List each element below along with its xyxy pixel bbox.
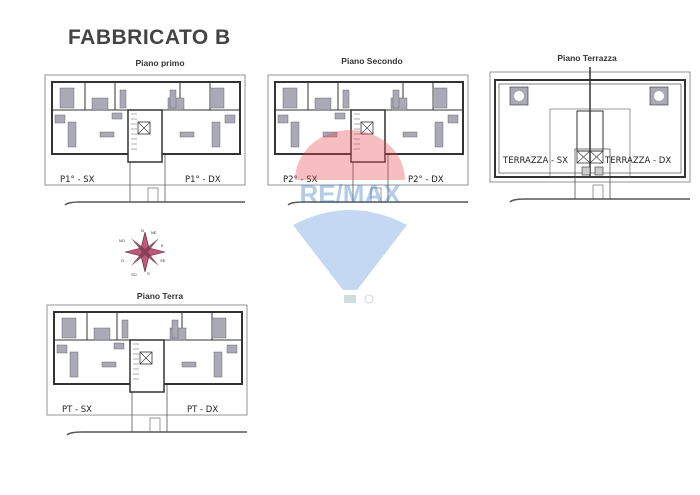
furniture xyxy=(171,319,179,339)
furniture xyxy=(101,361,117,368)
furniture xyxy=(342,89,350,109)
furniture xyxy=(392,89,400,109)
furniture xyxy=(91,97,109,111)
furniture xyxy=(119,89,127,109)
furniture xyxy=(111,112,123,120)
furniture xyxy=(169,89,177,109)
floor-plan-secondo: P2° - SX P2° - DX xyxy=(267,74,469,206)
stair-core xyxy=(350,109,386,163)
compass-ne: NE xyxy=(151,230,157,235)
furniture xyxy=(59,87,75,109)
compass-e: E xyxy=(161,243,164,248)
furniture xyxy=(434,121,444,148)
unit-label-sx: P2° - SX xyxy=(283,175,318,185)
furniture xyxy=(179,131,195,138)
furniture xyxy=(277,114,289,124)
compass-s: S xyxy=(147,271,150,276)
furniture xyxy=(213,351,223,378)
floor-plan-terrazza: TERRAZZA - SX TERRAZZA - DX xyxy=(489,67,691,203)
unit-label-dx: P2° - DX xyxy=(408,175,444,185)
plan-label-primo: Piano primo xyxy=(135,58,185,68)
furniture xyxy=(67,121,77,148)
compass-se: SE xyxy=(160,258,166,263)
plan-label-terra: Piano Terra xyxy=(136,291,184,301)
unit-label-sx: PT - SX xyxy=(62,405,92,415)
site-boundary xyxy=(46,304,248,416)
page-title: FABBRICATO B xyxy=(68,26,231,49)
balloon-basket-icon xyxy=(344,295,356,303)
plan-label-terrazza: Piano Terrazza xyxy=(557,53,617,63)
ground-line xyxy=(509,198,690,203)
unit-label-sx: TERRAZZA - SX xyxy=(502,156,568,166)
lift-icon xyxy=(139,351,153,365)
furniture xyxy=(226,344,238,354)
stair-icon xyxy=(594,166,604,176)
lift-icon xyxy=(589,150,604,164)
furniture xyxy=(282,87,298,109)
stair-core xyxy=(129,339,165,393)
furniture xyxy=(209,87,225,109)
furniture xyxy=(93,327,111,341)
lift-icon xyxy=(360,121,374,135)
furniture xyxy=(61,317,77,339)
furniture xyxy=(181,361,197,368)
furniture xyxy=(322,131,338,138)
compass-rose: N NE E SE S SO O NO xyxy=(119,228,166,277)
compass-no: NO xyxy=(119,238,125,243)
floor-plan-terra: PT - SX PT - DX xyxy=(46,304,248,436)
site-boundary xyxy=(267,74,469,186)
ground-line xyxy=(287,201,468,206)
furniture xyxy=(121,319,129,339)
stair-core xyxy=(127,109,163,163)
unit-label-sx: P1° - SX xyxy=(60,175,95,185)
furniture xyxy=(224,114,236,124)
furniture xyxy=(211,121,221,148)
entrance-path xyxy=(574,148,611,200)
furniture xyxy=(113,342,125,350)
furniture xyxy=(290,121,300,148)
furniture xyxy=(56,344,68,354)
furniture xyxy=(69,351,79,378)
compass-so: SO xyxy=(131,272,137,277)
plan-label-secondo: Piano Secondo xyxy=(341,56,403,66)
furniture xyxy=(99,131,115,138)
site-boundary xyxy=(44,74,246,186)
ground-line xyxy=(66,431,247,436)
compass-n: N xyxy=(141,228,144,233)
balloon-blue-icon xyxy=(293,210,407,290)
floor-plan-primo: P1° - SX P1° - DX xyxy=(44,74,246,206)
unit-label-dx: PT - DX xyxy=(187,405,218,415)
unit-label-dx: TERRAZZA - DX xyxy=(604,156,671,166)
ground-line xyxy=(64,201,245,206)
furniture xyxy=(402,131,418,138)
lift-icon xyxy=(137,121,151,135)
furniture xyxy=(334,112,346,120)
unit-label-dx: P1° - DX xyxy=(185,175,221,185)
furniture xyxy=(54,114,66,124)
furniture xyxy=(432,87,448,109)
furniture xyxy=(314,97,332,111)
compass-o: O xyxy=(121,258,124,263)
stair-icon xyxy=(581,166,591,176)
furniture xyxy=(447,114,459,124)
furniture xyxy=(211,317,227,339)
